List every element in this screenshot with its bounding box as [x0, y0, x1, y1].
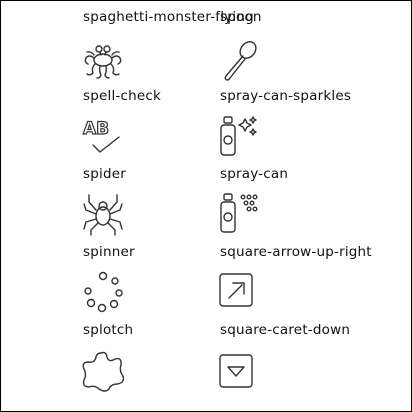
label-square-caret-down: square-caret-down: [220, 322, 351, 338]
spinner-icon: [81, 270, 125, 314]
spell-check-icon: AB: [81, 115, 125, 159]
label-spray-can-sparkles: spray-can-sparkles: [220, 88, 352, 104]
spray-can-icon: [218, 192, 262, 236]
spray-can-sparkles-icon: [218, 115, 262, 159]
label-spray-can: spray-can: [220, 166, 289, 182]
label-spoon: spoon: [220, 9, 262, 25]
label-square-arrow-up-right: square-arrow-up-right: [220, 244, 372, 260]
square-caret-down-icon: [218, 349, 262, 393]
label-splotch: splotch: [83, 322, 134, 338]
square-arrow-up-right-icon: [218, 270, 262, 314]
label-spell-check: spell-check: [83, 88, 162, 104]
spoon-icon: [218, 38, 262, 82]
label-spider: spider: [83, 166, 126, 182]
label-spaghetti-monster-flying: spaghetti-monster-flying: [83, 9, 254, 25]
spell-check-letters: AB: [83, 119, 109, 139]
label-spinner: spinner: [83, 244, 135, 260]
spider-icon: [81, 192, 125, 236]
splotch-icon: [81, 349, 125, 393]
spaghetti-monster-flying-icon: [81, 38, 125, 82]
